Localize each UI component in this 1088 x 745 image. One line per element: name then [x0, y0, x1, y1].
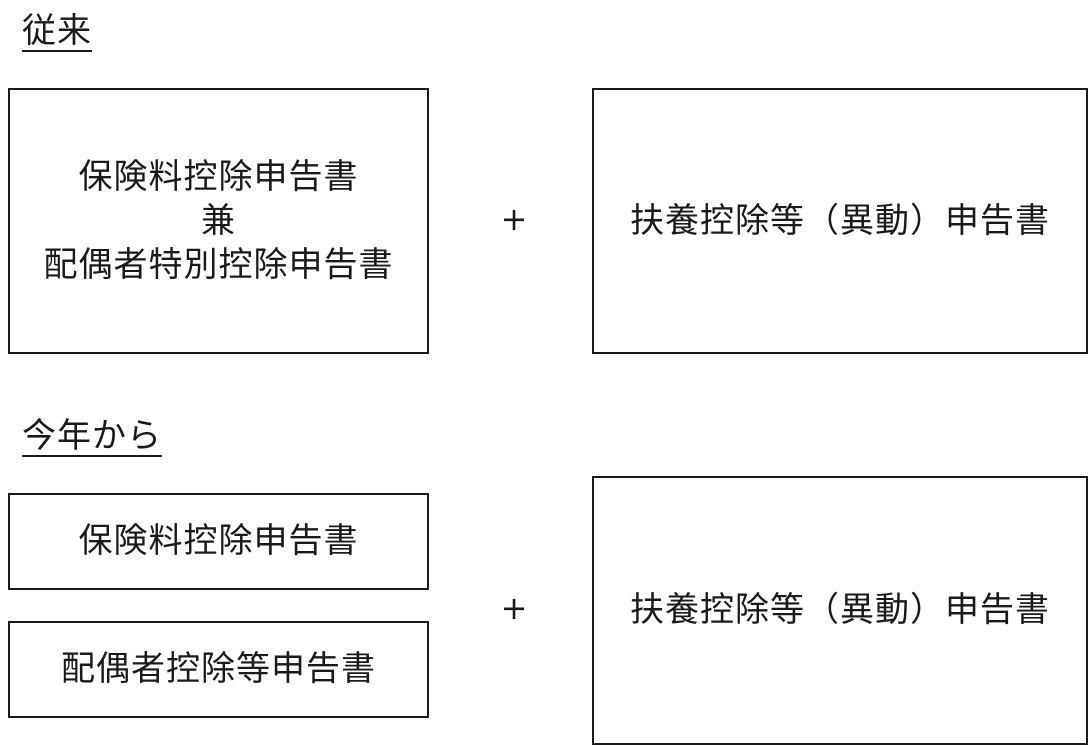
box-label-dependent-form: 扶養控除等（異動）申告書: [630, 200, 1050, 241]
plus-operator-after: +: [500, 589, 528, 627]
section-heading-after: 今年から: [22, 416, 162, 456]
plus-operator-before: +: [500, 200, 528, 238]
combined-deduction-form-box: 保険料控除申告書 兼 配偶者特別控除申告書: [8, 88, 429, 354]
box-label-spouse-form: 配偶者控除等申告書: [61, 649, 376, 690]
box-label-insurance-form: 保険料控除申告書: [78, 521, 359, 562]
dependent-deduction-form-box-after: 扶養控除等（異動）申告書: [592, 476, 1088, 745]
box-line-combined-with: 兼: [201, 200, 236, 241]
box-line-insurance-form: 保険料控除申告書: [78, 156, 359, 197]
dependent-deduction-form-box-before: 扶養控除等（異動）申告書: [592, 88, 1088, 354]
section-heading-before: 従来: [22, 11, 92, 51]
spouse-deduction-form-box: 配偶者控除等申告書: [8, 621, 429, 718]
insurance-deduction-form-box: 保険料控除申告書: [8, 493, 429, 590]
box-label-dependent-form: 扶養控除等（異動）申告書: [630, 590, 1050, 631]
box-line-spouse-special-form: 配偶者特別控除申告書: [43, 245, 394, 286]
